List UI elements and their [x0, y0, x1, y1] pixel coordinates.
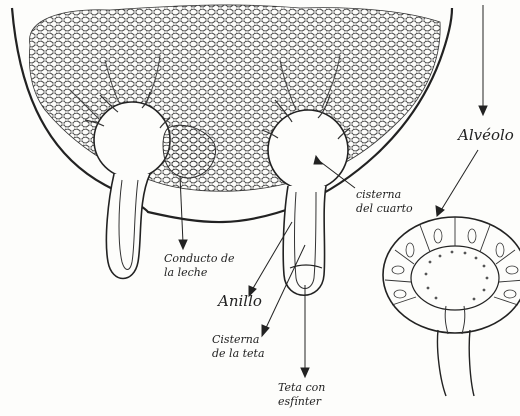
label-cisterna-teta-line2: de la teta [212, 347, 265, 361]
label-teta-esfinter: Teta con esfínter [278, 381, 325, 409]
label-anillo-text: Anillo [218, 294, 262, 308]
label-cisterna-cuarto-line2: del cuarto [356, 202, 413, 216]
label-alveolo: Alvéolo [458, 128, 514, 142]
label-cisterna-teta-line1: Cisterna [212, 333, 265, 347]
label-teta-esfinter-line2: esfínter [278, 395, 325, 409]
label-cisterna-cuarto: cisterna del cuarto [356, 188, 413, 216]
label-alveolo-text: Alvéolo [458, 128, 514, 142]
label-conducto-line2: la leche [164, 266, 235, 280]
label-anillo: Anillo [218, 294, 262, 308]
label-cisterna-cuarto-line1: cisterna [356, 188, 413, 202]
label-cisterna-teta: Cisterna de la teta [212, 333, 265, 361]
alveolus-detail [383, 217, 520, 396]
glandular-tissue [29, 5, 440, 191]
label-conducto-line1: Conducto de [164, 252, 235, 266]
label-teta-esfinter-line1: Teta con [278, 381, 325, 395]
label-conducto: Conducto de la leche [164, 252, 235, 280]
